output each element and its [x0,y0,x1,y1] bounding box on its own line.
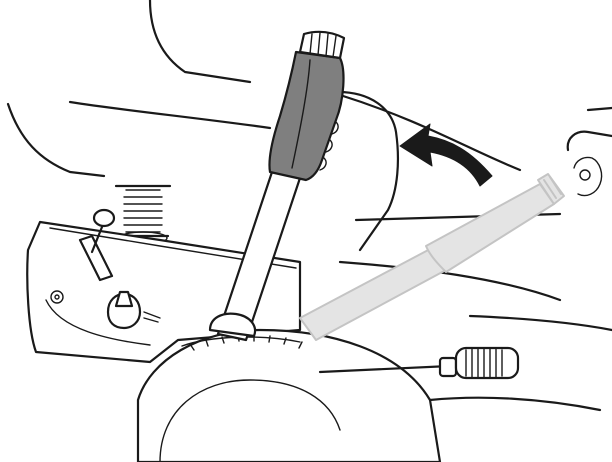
mid-body-line [338,260,562,302]
main-lever-pivot [208,312,257,338]
right-lower-line [468,314,612,332]
right-bracket-detail [573,156,603,197]
right-bracket [566,130,612,152]
lever-ghost-position [299,173,565,341]
ghost-lever-shaft [299,247,447,341]
ghost-lever-grip [425,183,555,273]
main-lever-grip [268,50,345,182]
main-lever-grip-highlight [291,59,311,169]
selector-housing [136,328,602,462]
seat-edge-outline [68,100,272,130]
upper-fender-outline [148,0,252,84]
toggle-lever-stem [90,220,106,254]
secondary-lever-collar [438,356,458,378]
arrow-body [399,123,493,187]
secondary-lever [318,346,520,380]
knob-scale [143,311,161,323]
ghost-lever-cap-ribs [543,176,562,199]
knob-icon [106,290,161,330]
seat-curve [336,90,400,252]
main-lever [208,30,346,342]
lower-right-base [428,396,602,412]
bolt-center [54,294,60,300]
main-lever-grip-bumps [319,121,339,171]
left-panel-outline [6,102,106,178]
secondary-lever-rod [318,364,452,374]
spring-icon [114,184,172,245]
toggle-lever-knob [92,208,116,228]
spring-coils [123,189,163,233]
right-bracket-bolt [579,169,591,181]
right-fender-outline [338,93,522,172]
housing-outer [136,328,442,462]
curved-arrow-icon [399,123,493,187]
secondary-lever-ribs [465,348,503,378]
background-body [6,0,612,332]
main-lever-cap-ribs [309,32,337,58]
right-bracket-arm [586,106,612,112]
toggle-lever [78,208,116,282]
bolt-icon [50,290,64,304]
left-console-front-edge [45,299,151,346]
main-lever-cap [298,30,346,60]
housing-inner-arc [159,379,341,462]
knob-grip [114,290,134,308]
toggle-lever-slot [78,234,114,282]
